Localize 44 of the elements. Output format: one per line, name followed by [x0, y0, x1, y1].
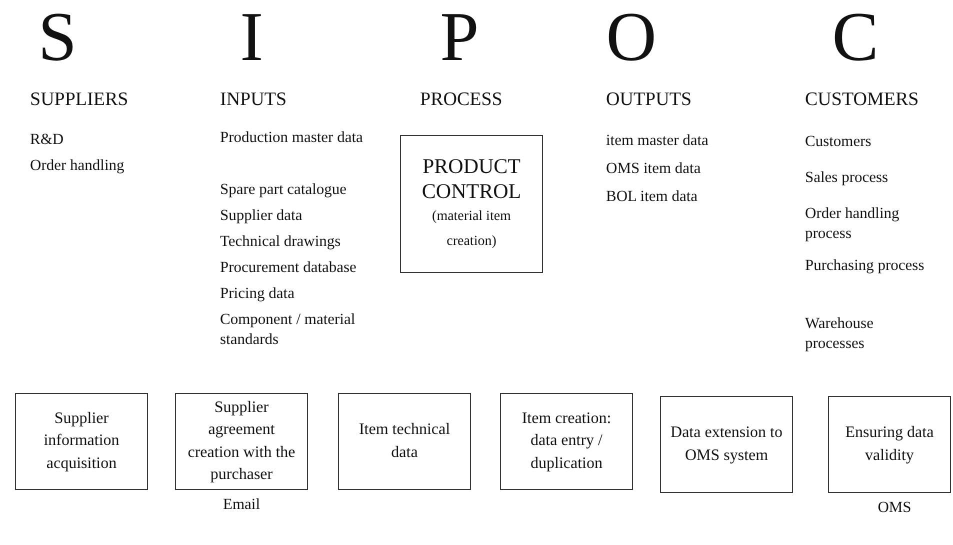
box-title: PRODUCT CONTROL: [420, 154, 522, 204]
column-heading: SUPPLIERS: [30, 88, 130, 112]
process-box: [400, 135, 543, 273]
column-heading: CUSTOMERS: [805, 88, 920, 112]
sipoc-letter: C: [832, 3, 880, 73]
list-item: Pricing data: [220, 284, 296, 304]
box-text: Supplier agreement creation with the purchaser: [186, 398, 296, 485]
list-item: Supplier data: [220, 206, 304, 226]
sipoc-letter: I: [240, 3, 264, 73]
list-item: Order handling: [30, 156, 126, 176]
box-text: Item creation: data entry / duplication: [520, 408, 612, 474]
list-item: Warehouse processes: [805, 314, 874, 354]
column-heading: INPUTS: [220, 88, 288, 112]
step-box: [175, 393, 308, 490]
list-item: OMS item data: [606, 159, 702, 179]
list-item: Purchasing process: [805, 256, 926, 276]
list-item: Technical drawings: [220, 232, 342, 252]
step-box: [828, 396, 951, 493]
box-caption: Email: [222, 496, 262, 514]
box-text: Item technical data: [358, 420, 452, 462]
sipoc-letter: O: [606, 3, 658, 73]
step-box: [15, 393, 148, 490]
box-text: Ensuring data validity: [844, 423, 935, 466]
box-caption: OMS: [876, 499, 912, 517]
list-item: BOL item data: [606, 187, 699, 207]
step-box: [660, 396, 793, 493]
step-box: [500, 393, 633, 490]
list-item: Procurement database: [220, 258, 358, 278]
column-heading: PROCESS: [420, 88, 504, 112]
list-item: R&D: [30, 130, 65, 150]
sipoc-letter: P: [440, 3, 480, 73]
column-heading: OUTPUTS: [606, 88, 693, 112]
step-box: [338, 393, 471, 490]
box-text: Data extension to OMS system: [670, 423, 784, 466]
sipoc-letter: S: [38, 3, 78, 73]
list-item: Order handling process: [805, 204, 900, 244]
list-item: Sales process: [805, 168, 890, 188]
list-item: item master data: [606, 131, 710, 151]
list-item: Spare part catalogue: [220, 180, 348, 200]
box-subtitle: (material item creation): [431, 208, 512, 252]
list-item: Customers: [805, 132, 872, 152]
list-item: Production master data: [220, 128, 364, 148]
box-text: Supplier information acquisition: [42, 408, 120, 474]
list-item: Component / material standards: [220, 310, 356, 350]
